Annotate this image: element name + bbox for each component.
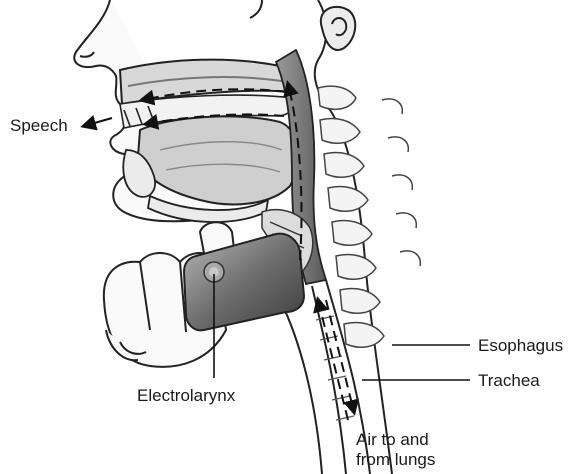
label-esophagus: Esophagus — [478, 336, 563, 356]
speech-arrow — [84, 118, 112, 126]
label-speech: Speech — [10, 116, 68, 136]
label-trachea: Trachea — [478, 371, 540, 391]
label-electrolarynx: Electrolarynx — [137, 386, 235, 406]
label-air-line-2: from lungs — [356, 450, 466, 470]
label-air-to-from-lungs: Air to and from lungs — [356, 430, 466, 469]
ear — [321, 7, 355, 50]
electrolarynx-device — [184, 234, 304, 331]
label-air-line-1: Air to and — [356, 430, 466, 450]
